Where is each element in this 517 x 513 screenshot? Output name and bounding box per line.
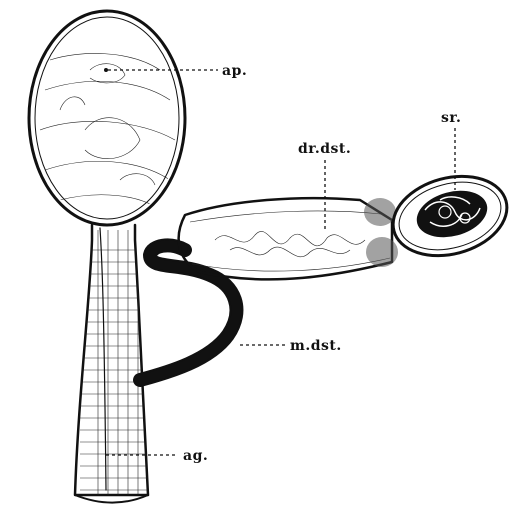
seminal-receptacle	[384, 164, 516, 267]
label-dr-dst: dr.dst.	[298, 141, 351, 157]
label-sr: sr.	[441, 110, 461, 126]
label-m-dst: m.dst.	[290, 338, 342, 354]
muscular-duct	[140, 245, 236, 380]
apical-gland	[29, 11, 185, 225]
label-ag: ag.	[183, 448, 208, 464]
glandular-duct	[179, 198, 398, 279]
atrial-stem	[75, 225, 150, 503]
label-ap: ap.	[222, 63, 247, 79]
